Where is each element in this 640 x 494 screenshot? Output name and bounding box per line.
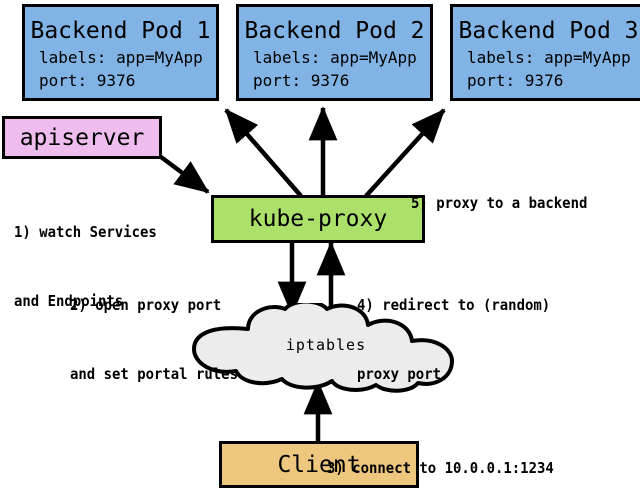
backend-pod-2-port: port: 9376 (253, 71, 350, 90)
edge-apiserver-to-kubeproxy (159, 155, 210, 194)
backend-pod-3-port: port: 9376 (467, 71, 564, 90)
backend-pod-2-title: Backend Pod 2 (244, 18, 425, 44)
step-2-annotation: 2) open proxy port and set portal rules (70, 248, 238, 432)
step-1-line-1: 1) watch Services (14, 223, 157, 241)
backend-pod-1-labels: labels: app=MyApp (39, 48, 203, 67)
backend-pod-3[interactable]: Backend Pod 3 labels: app=MyApp port: 93… (450, 4, 640, 101)
kube-proxy-label: kube-proxy (248, 206, 388, 232)
step-2-line-2: and set portal rules (70, 365, 238, 383)
kube-proxy-node[interactable]: kube-proxy (211, 195, 425, 243)
step-3-annotation: 3) connect to 10.0.0.1:1234 (327, 411, 554, 494)
step-3-line-1: 3) connect to 10.0.0.1:1234 (327, 459, 554, 477)
backend-pod-1-port: port: 9376 (39, 71, 136, 90)
edge-kubeproxy-to-pod1 (224, 108, 303, 198)
step-4-line-1: 4) redirect to (random) (357, 296, 551, 314)
step-5-line-1: 5) proxy to a backend (411, 194, 588, 212)
iptables-cloud: iptables (186, 303, 466, 393)
backend-pod-3-title: Backend Pod 3 (458, 18, 639, 44)
client-node[interactable]: Client (219, 441, 419, 488)
cloud-shape (192, 303, 454, 393)
step-1-line-2: and Endpoints (14, 292, 124, 310)
step-5-annotation: 5) proxy to a backend (411, 146, 587, 261)
iptables-label: iptables (285, 336, 367, 354)
step-2-line-1: 2) open proxy port (70, 296, 222, 314)
backend-pod-2-labels: labels: app=MyApp (253, 48, 417, 67)
client-label: Client (277, 451, 361, 478)
apiserver-label: apiserver (19, 124, 145, 151)
step-1-annotation: 1) watch Services and Endpoints (14, 175, 157, 359)
apiserver-node[interactable]: apiserver (2, 116, 162, 159)
backend-pod-3-labels: labels: app=MyApp (467, 48, 631, 67)
backend-pod-1[interactable]: Backend Pod 1 labels: app=MyApp port: 93… (22, 4, 219, 101)
backend-pod-2[interactable]: Backend Pod 2 labels: app=MyApp port: 93… (236, 4, 433, 101)
step-4-annotation: 4) redirect to (random) proxy port (357, 248, 550, 432)
backend-pod-1-title: Backend Pod 1 (30, 18, 211, 44)
step-4-line-2: proxy port (357, 365, 441, 383)
